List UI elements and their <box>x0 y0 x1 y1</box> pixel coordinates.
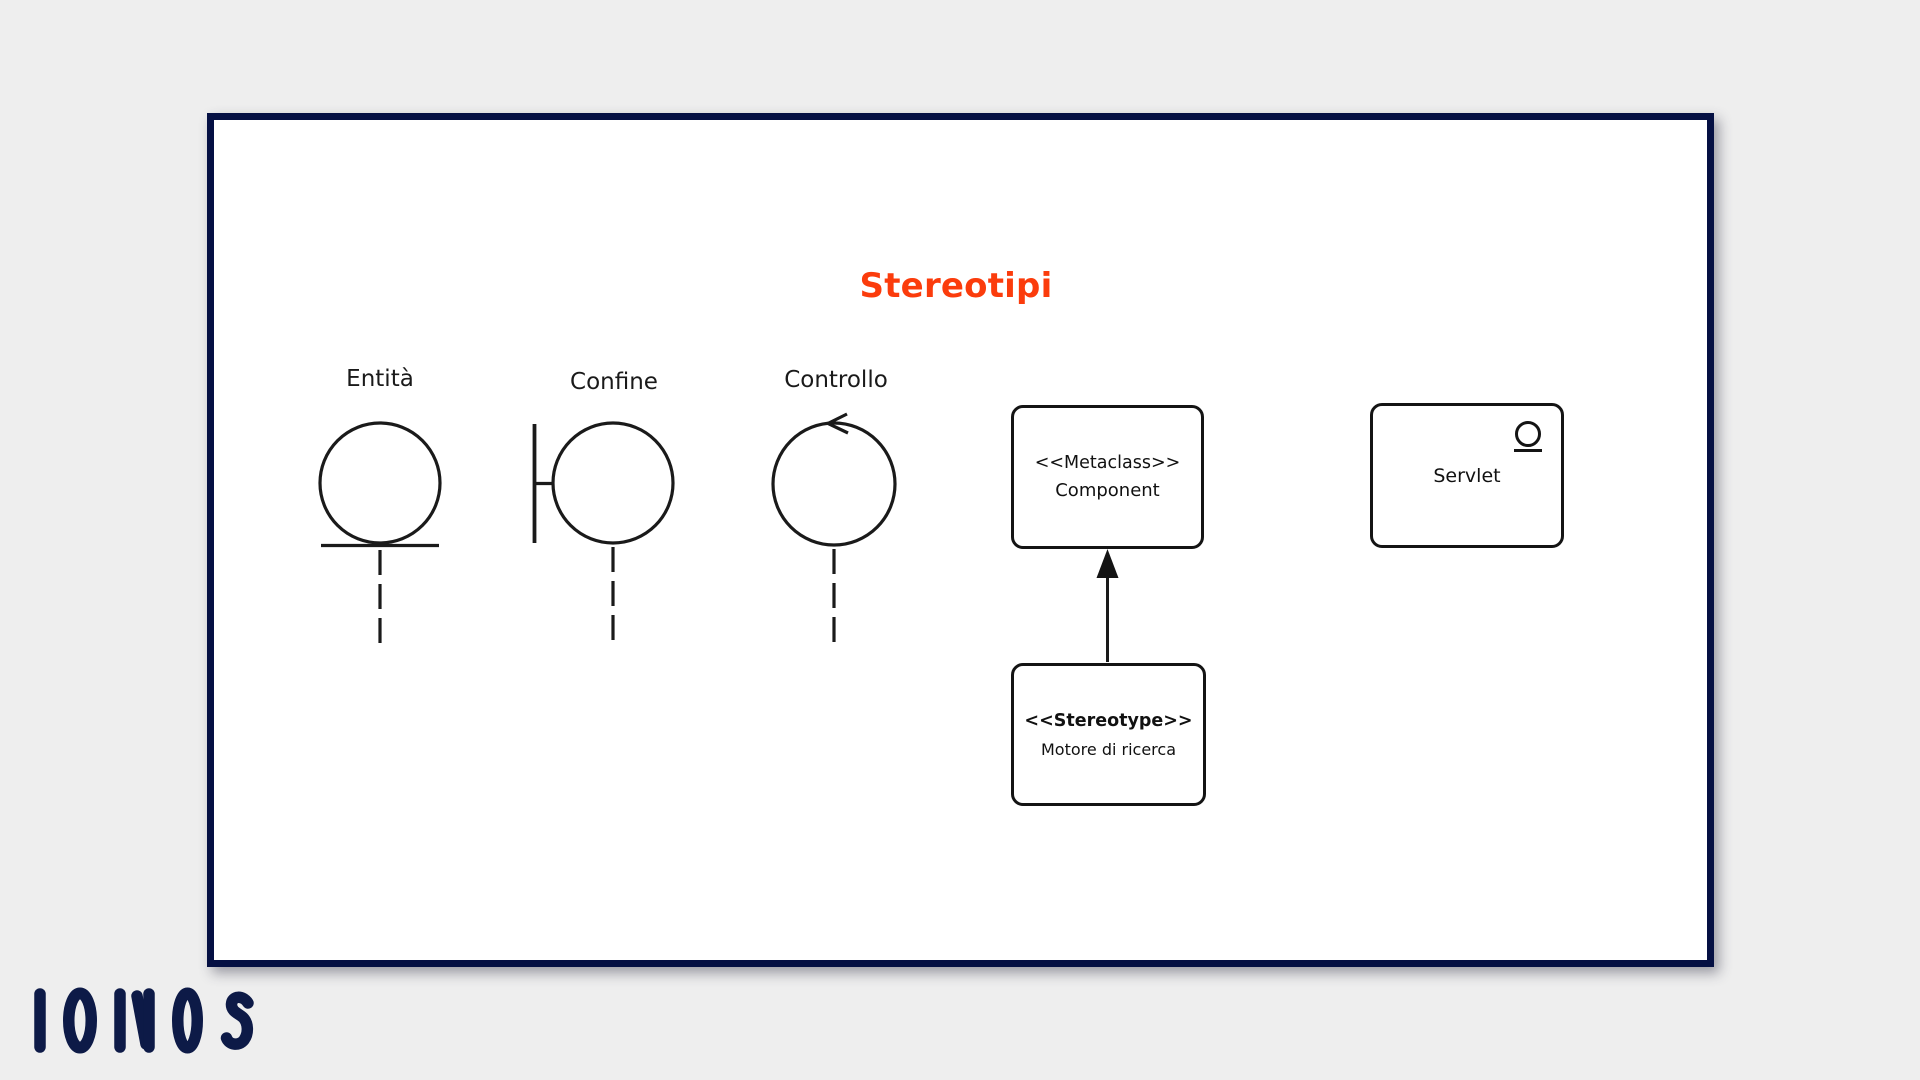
metaclass-stereotype-text: <<Metaclass>> <box>1034 453 1181 473</box>
logo-letter-o2 <box>172 987 203 1054</box>
control-label: Controllo <box>784 367 888 393</box>
metaclass-box: <<Metaclass>> Component <box>1011 405 1204 549</box>
ionos-logo-text: IONOS <box>0 0 1 1</box>
logo-letter-n-diagonal <box>131 990 152 1050</box>
entity-stereotype-icon <box>1514 421 1542 452</box>
stereotype-box: <<Stereotype>> Motore di ricerca <box>1011 663 1206 806</box>
servlet-box: Servlet <box>1370 403 1564 548</box>
boundary-label: Confine <box>570 369 658 395</box>
logo-letter-s <box>220 991 254 1050</box>
stereotype-name-text: Motore di ricerca <box>1041 739 1176 759</box>
diagram-title: Stereotipi <box>859 266 1053 306</box>
entity-label: Entità <box>346 366 414 392</box>
logo-letter-o1 <box>63 987 97 1054</box>
servlet-label: Servlet <box>1433 464 1501 487</box>
stereotype-stereotype-text: <<Stereotype>> <box>1024 710 1193 731</box>
metaclass-name-text: Component <box>1055 480 1160 501</box>
ionos-logo <box>34 987 254 1054</box>
